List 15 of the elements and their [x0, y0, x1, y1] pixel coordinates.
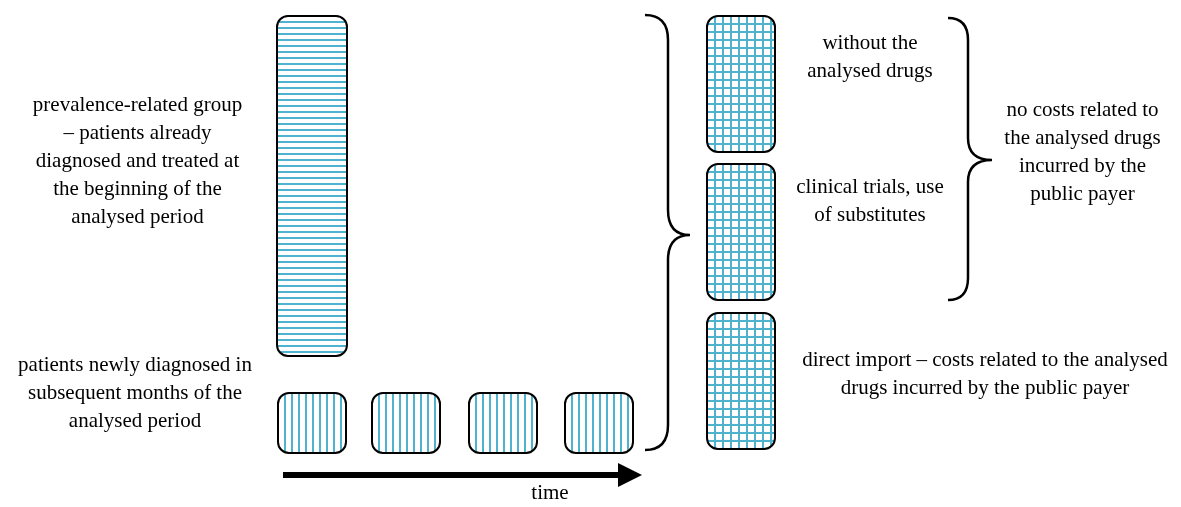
description-text: direct import – costs related to the analysed drugs incurred by the public payer — [801, 346, 1169, 401]
striped-box — [564, 392, 634, 454]
description-text: patients newly diagnosed in subsequent months of the analysed period — [17, 351, 253, 434]
description-text: without the analysed drugs — [806, 29, 934, 84]
striped-box — [468, 392, 538, 454]
striped-box — [371, 392, 441, 454]
description-text: prevalence-related group – patients already diagnosed and treated at the beginning of the analysed period — [31, 91, 244, 230]
grid-box — [706, 312, 776, 450]
striped-box — [277, 392, 347, 454]
description-text: clinical trials, use of substitutes — [795, 173, 945, 228]
striped-bar — [276, 15, 348, 357]
grid-box — [706, 15, 776, 153]
bracket-note: no costs related to the analysed drugs incurred by the public payer — [1003, 96, 1162, 207]
axis-label: time — [530, 479, 570, 506]
grid-box — [706, 163, 776, 301]
